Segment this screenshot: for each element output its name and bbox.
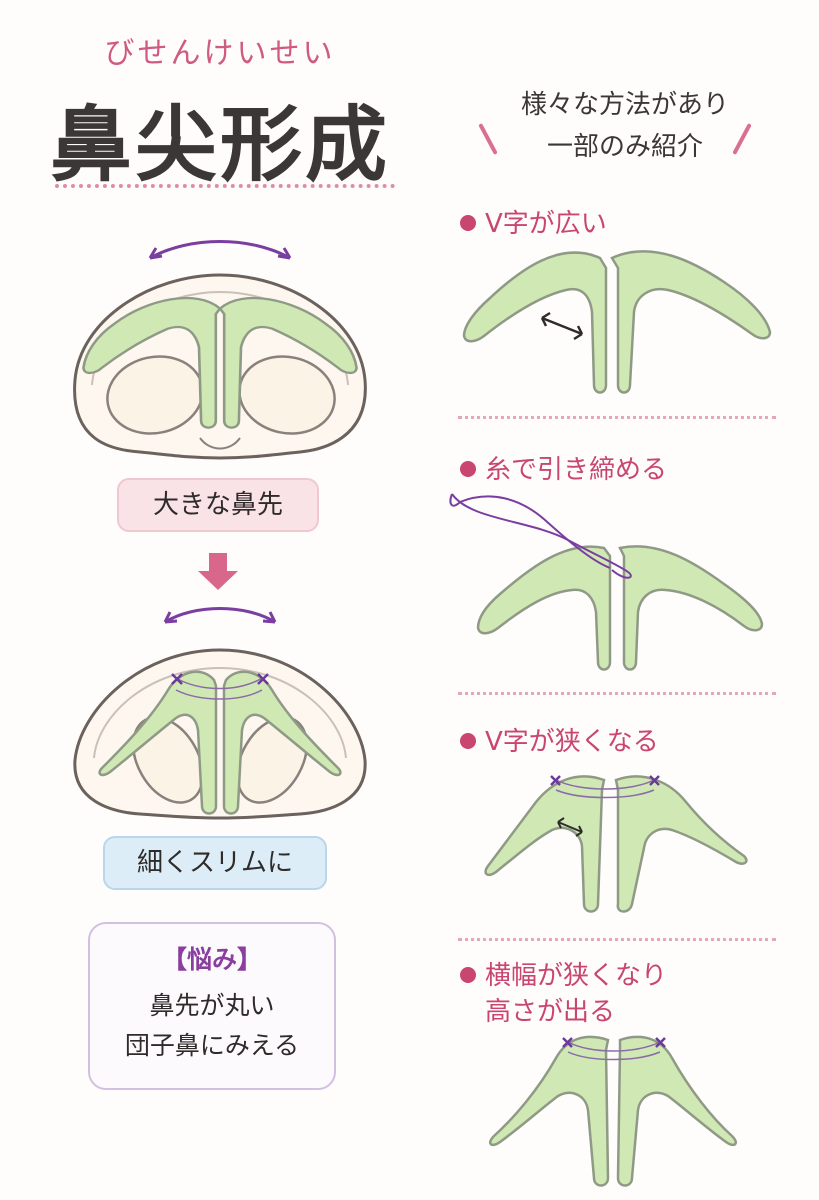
nose-after-illustration <box>73 607 367 820</box>
bullet-dot-icon <box>460 461 476 477</box>
narrow-arrow-icon <box>164 607 276 624</box>
method-wide-v-illustration <box>462 250 772 394</box>
method-thread-illustration <box>449 493 764 671</box>
note-line-1: 様々な方法があり <box>520 90 729 120</box>
method-heading-4: 横幅が狭くなり 高さが出る <box>460 958 667 1030</box>
method-divider-3 <box>458 938 776 941</box>
bullet-dot-icon <box>460 733 476 749</box>
worry-line-1: 鼻先が丸い <box>149 991 275 1020</box>
method-note: 様々な方法があり 一部のみ紹介 <box>470 84 780 168</box>
method-narrow-v-illustration <box>484 775 748 913</box>
method-heading-3: V字が狭くなる <box>460 724 659 760</box>
page-title: 鼻尖形成 <box>49 98 390 193</box>
worry-line-2: 団子鼻にみえる <box>124 1031 300 1060</box>
title-ruby: びせんけいせい <box>104 36 336 71</box>
before-label: 大きな鼻先 <box>117 478 319 532</box>
width-arrow-icon <box>149 240 291 260</box>
bullet-dot-icon <box>460 215 476 231</box>
method-tall-illustration <box>489 1035 737 1187</box>
method-divider-1 <box>458 416 776 419</box>
method-heading-1: V字が広い <box>460 206 607 242</box>
bullet-dot-icon <box>460 967 476 983</box>
worry-title: 【悩み】 <box>161 945 262 974</box>
down-arrow-icon <box>198 553 238 590</box>
method-heading-2: 糸で引き締める <box>460 452 667 488</box>
worry-box: 【悩み】 鼻先が丸い 団子鼻にみえる <box>88 922 336 1090</box>
nose-before-illustration <box>73 240 367 460</box>
method-divider-2 <box>458 692 776 695</box>
title-divider <box>55 184 395 188</box>
after-label: 細くスリムに <box>103 836 327 890</box>
note-line-2: 一部のみ紹介 <box>546 132 703 162</box>
